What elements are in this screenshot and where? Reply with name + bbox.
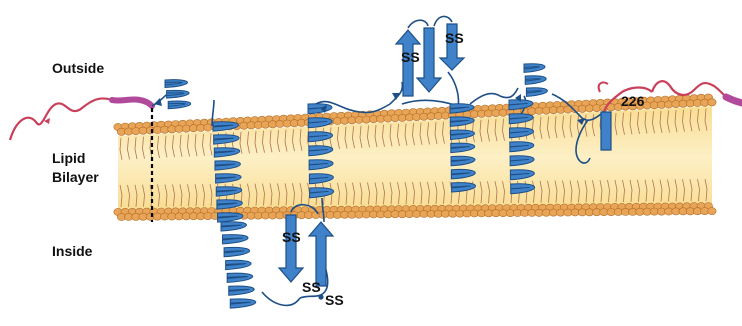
amphipathic-helix-n-term	[165, 80, 191, 109]
helix-turn	[213, 122, 239, 131]
bilayer-label: Bilayer	[52, 169, 99, 186]
outside-label: Outside	[52, 60, 104, 77]
helix-turn	[168, 101, 191, 109]
helix-turn	[223, 235, 248, 244]
disulfide-label: SS	[445, 30, 464, 46]
helix-turn	[227, 273, 252, 282]
helix-turn	[525, 76, 546, 85]
helix-turn	[526, 88, 547, 97]
beta-strand	[279, 215, 303, 282]
disulfide-bridge-dot	[318, 294, 323, 299]
amphipathic-helix-top-right	[524, 64, 547, 97]
helix-turn	[218, 213, 244, 222]
beta-strand	[309, 222, 333, 286]
lipid-bilayer	[114, 94, 716, 221]
helix-turn	[221, 222, 247, 231]
helix-turn	[224, 247, 250, 256]
lipid-headgroup	[708, 208, 716, 215]
helix-turn	[167, 90, 190, 98]
helix-turn	[230, 299, 256, 308]
inside-label: Inside	[52, 243, 92, 260]
cytoplasmic-helix-extension	[221, 222, 256, 308]
residue-number-label: 226	[621, 93, 645, 109]
disulfide-label: SS	[325, 292, 344, 308]
helix-turn	[308, 104, 332, 114]
helix-turn	[165, 80, 188, 88]
beta-strand	[417, 28, 441, 92]
lipid-headgroup	[708, 99, 716, 106]
lipid-label: Lipid	[52, 150, 85, 167]
beta-strand	[601, 112, 611, 150]
disulfide-label: SS	[282, 229, 301, 245]
helix-turn	[229, 286, 255, 295]
helix-turn	[524, 64, 545, 73]
disulfide-label: SS	[302, 279, 321, 295]
disulfide-label: SS	[401, 49, 420, 65]
helix-turn	[226, 260, 252, 269]
